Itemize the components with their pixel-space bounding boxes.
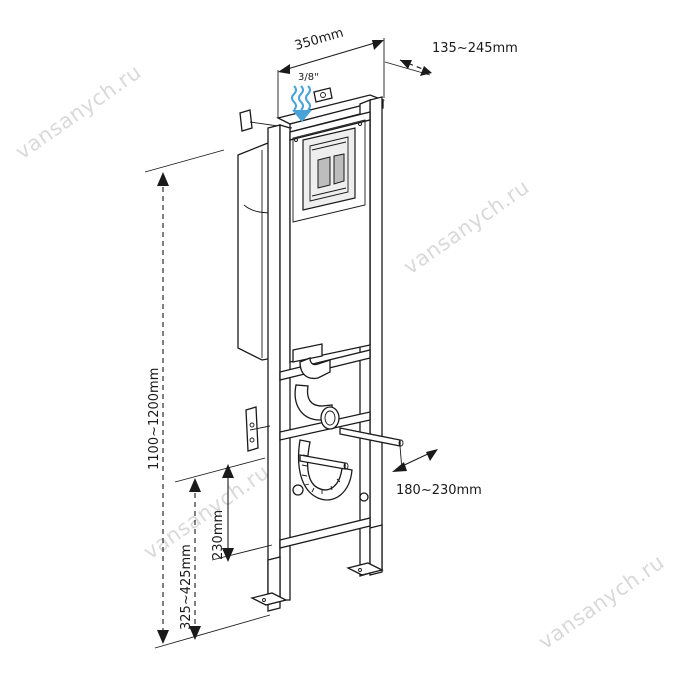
drain-height-label: 325~425mm [179,544,194,630]
tank-front [289,119,371,363]
bolt-spacing-label: 180~230mm [396,483,482,498]
mounting-bolts [299,427,404,470]
inlet-size-label: 3/8" [298,72,319,83]
watermark-4: vansanych.ru [534,550,669,654]
watermark-3: vansanych.ru [139,460,274,564]
dimension-325-425: 325~425mm [154,457,271,649]
width-label: 350mm [293,26,345,54]
side-brackets [245,406,271,452]
depth-label: 135~245mm [432,41,518,56]
bolt-height-label: 230mm [211,510,226,560]
watermark-1: vansanych.ru [11,60,146,164]
water-inlet: 3/8" [291,72,319,122]
dimension-180-230: 180~230mm [392,445,482,498]
total-height-label: 1100~1200mm [147,368,162,470]
down-arrow-icon [292,110,312,122]
dimension-230: 230mm [211,464,273,562]
dimension-135-245: 135~245mm [384,41,518,76]
dimension-1100-1200: 1100~1200mm [144,149,225,644]
watermark-2: vansanych.ru [399,175,534,279]
